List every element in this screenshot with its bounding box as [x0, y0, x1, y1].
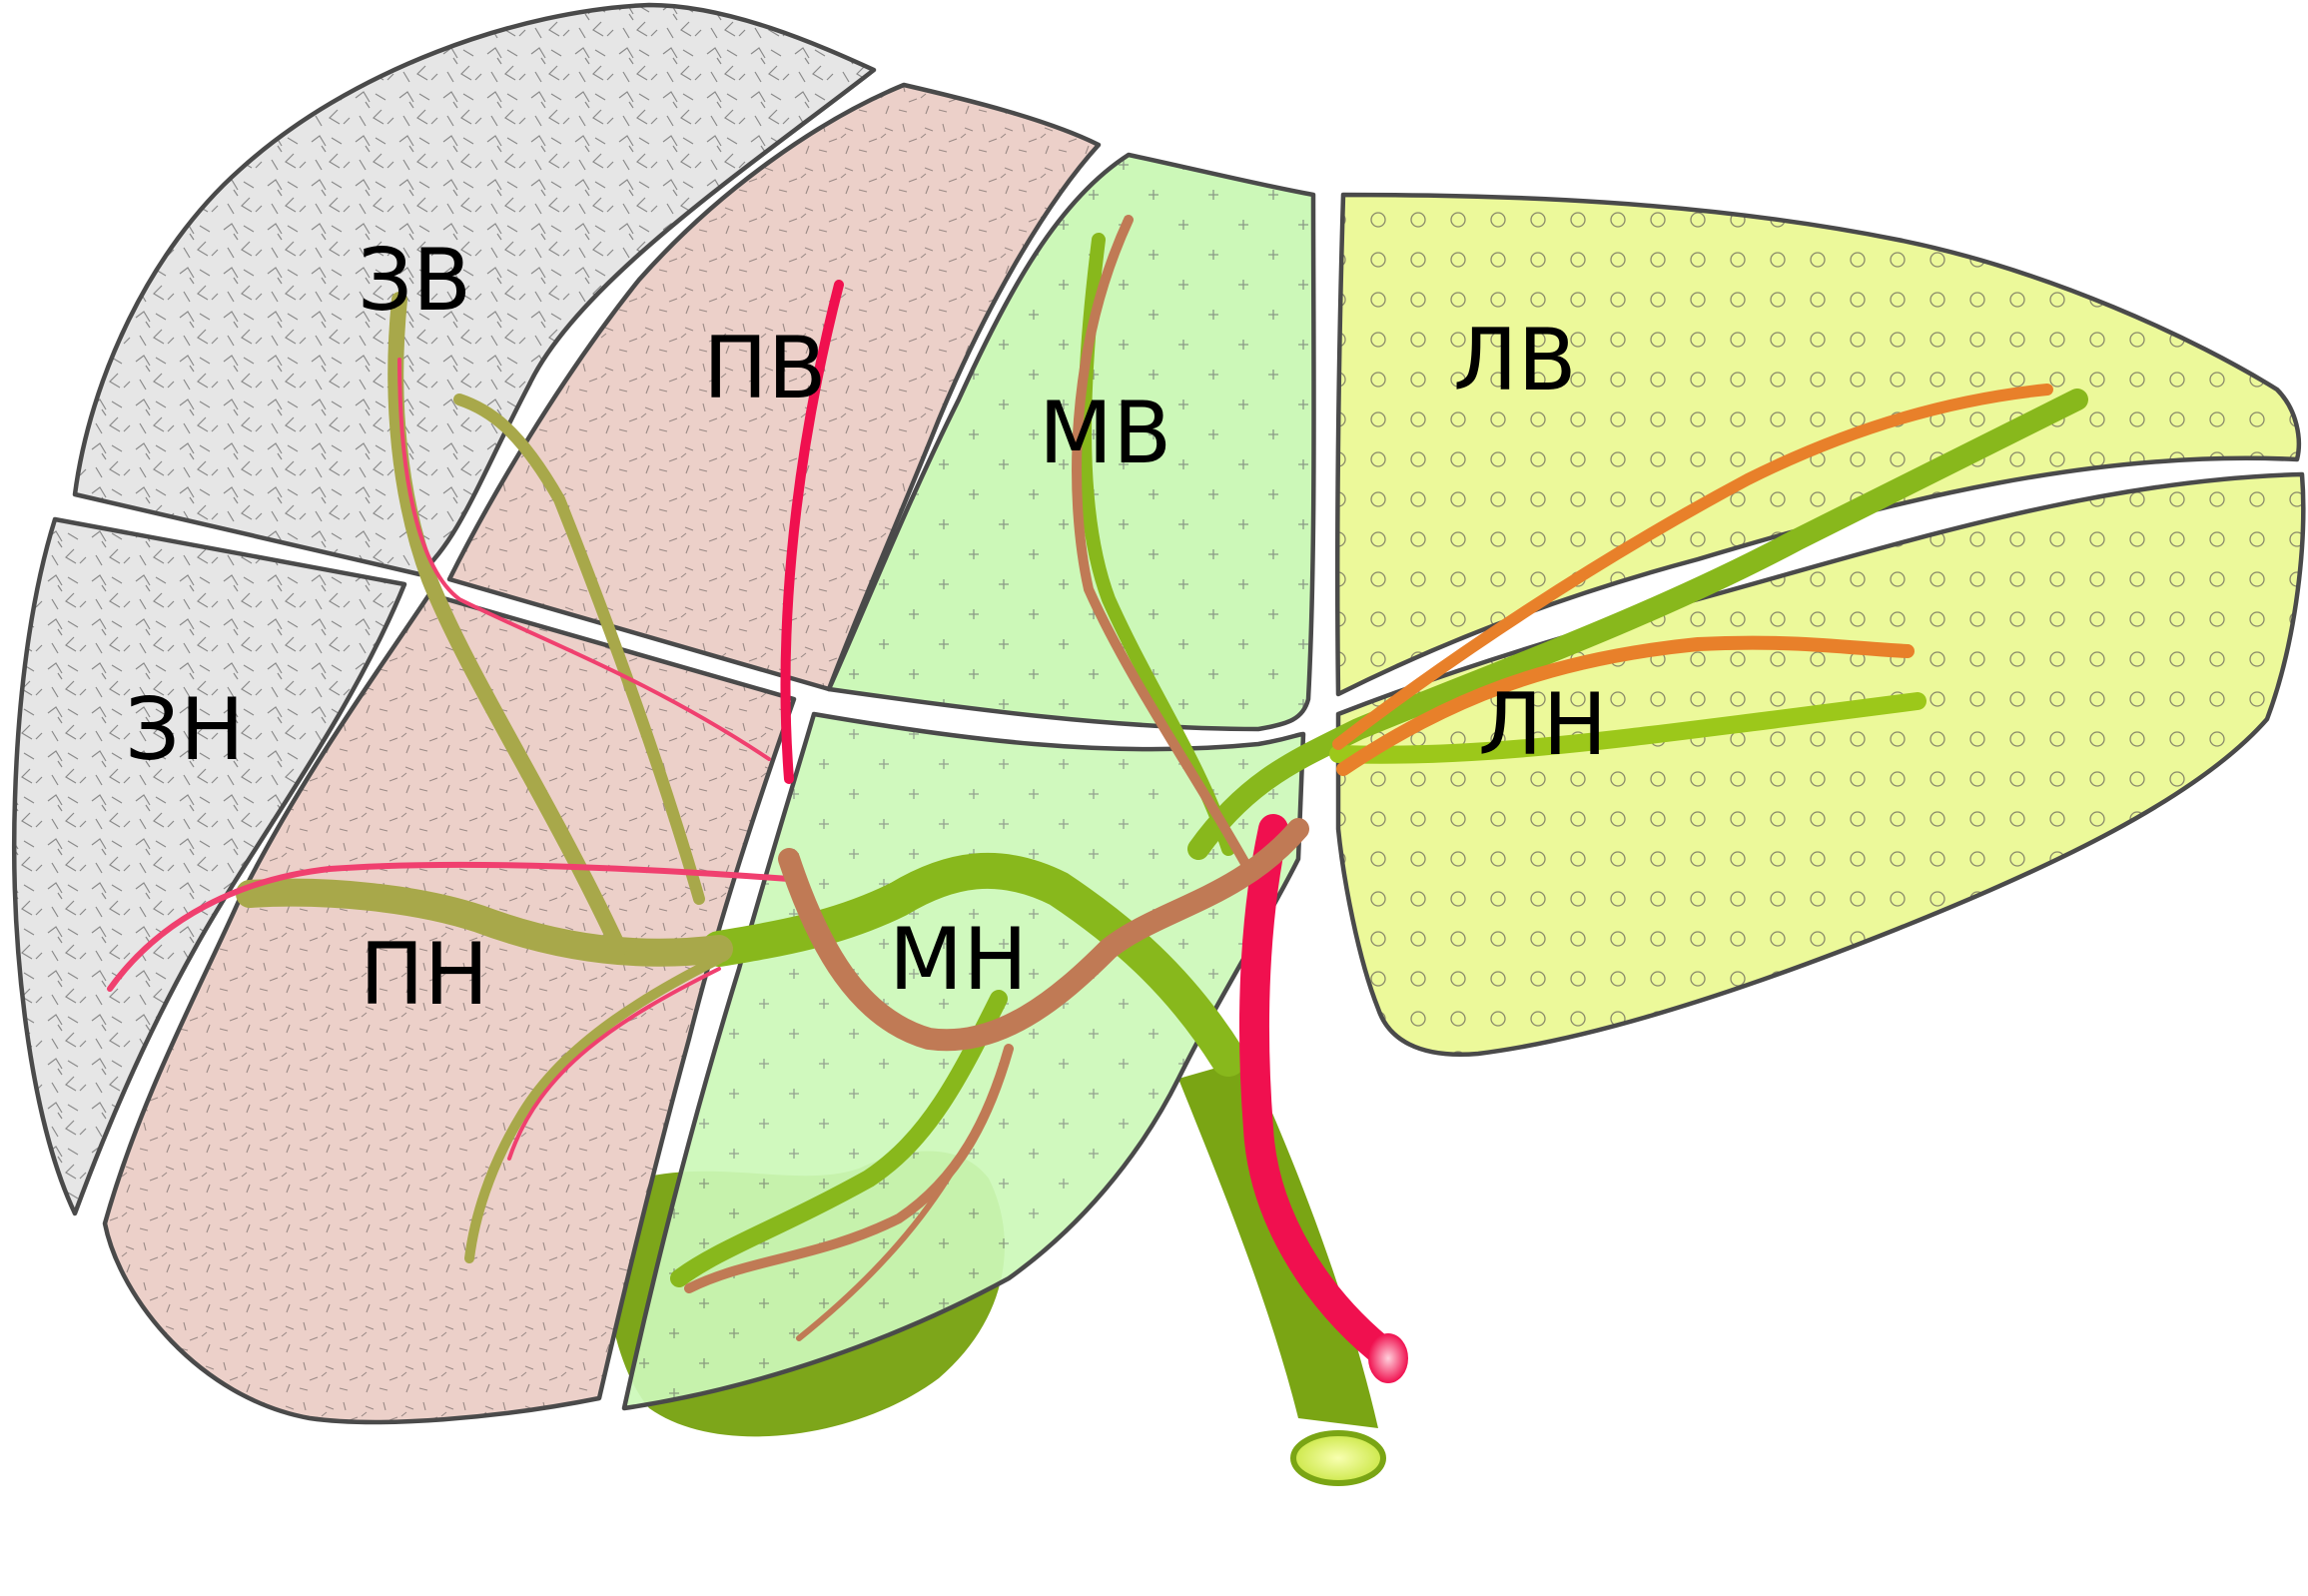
artery-branch-right: [107, 861, 792, 992]
segment-pv: [446, 82, 1102, 692]
label-mn: МН: [889, 910, 1028, 1010]
portal-branch-zv: [387, 292, 627, 957]
artery-branch-zv: [397, 358, 771, 761]
segment-zn: [12, 516, 407, 1216]
left-duct-ln: [1336, 635, 1915, 776]
bile-duct-common: [778, 818, 1309, 1052]
portal-branch-pn: [464, 954, 724, 1263]
label-mv: МВ: [1039, 384, 1171, 483]
portal-branch-left: [1187, 389, 2088, 860]
segment-ln: [1335, 471, 2306, 1057]
label-lv: ЛВ: [1453, 311, 1577, 410]
portal-branch-mn: [670, 990, 1008, 1287]
artery-branch-pn: [507, 967, 721, 1161]
left-duct-lv: [1332, 384, 2053, 750]
label-zv: ЗВ: [358, 231, 471, 331]
segment-mv: [826, 152, 1316, 732]
portal-branch-ln: [1329, 692, 1926, 764]
artery-branch-pv: [780, 280, 844, 784]
bile-duct-mn-lower: [796, 1076, 1002, 1341]
portal-branch-pv: [453, 394, 705, 905]
label-ln: ЛН: [1478, 675, 1607, 775]
hepatic-artery-end: [1368, 1333, 1408, 1383]
hepatic-artery-trunk: [1238, 814, 1393, 1363]
segment-zv: [72, 2, 877, 577]
bile-duct-mv: [1072, 215, 1253, 874]
label-pn: ПН: [360, 925, 488, 1025]
label-zn: ЗН: [125, 680, 245, 780]
portal-branch-right: [236, 878, 733, 967]
label-pv: ПВ: [703, 319, 827, 418]
portal-vein-end: [1290, 1430, 1386, 1486]
